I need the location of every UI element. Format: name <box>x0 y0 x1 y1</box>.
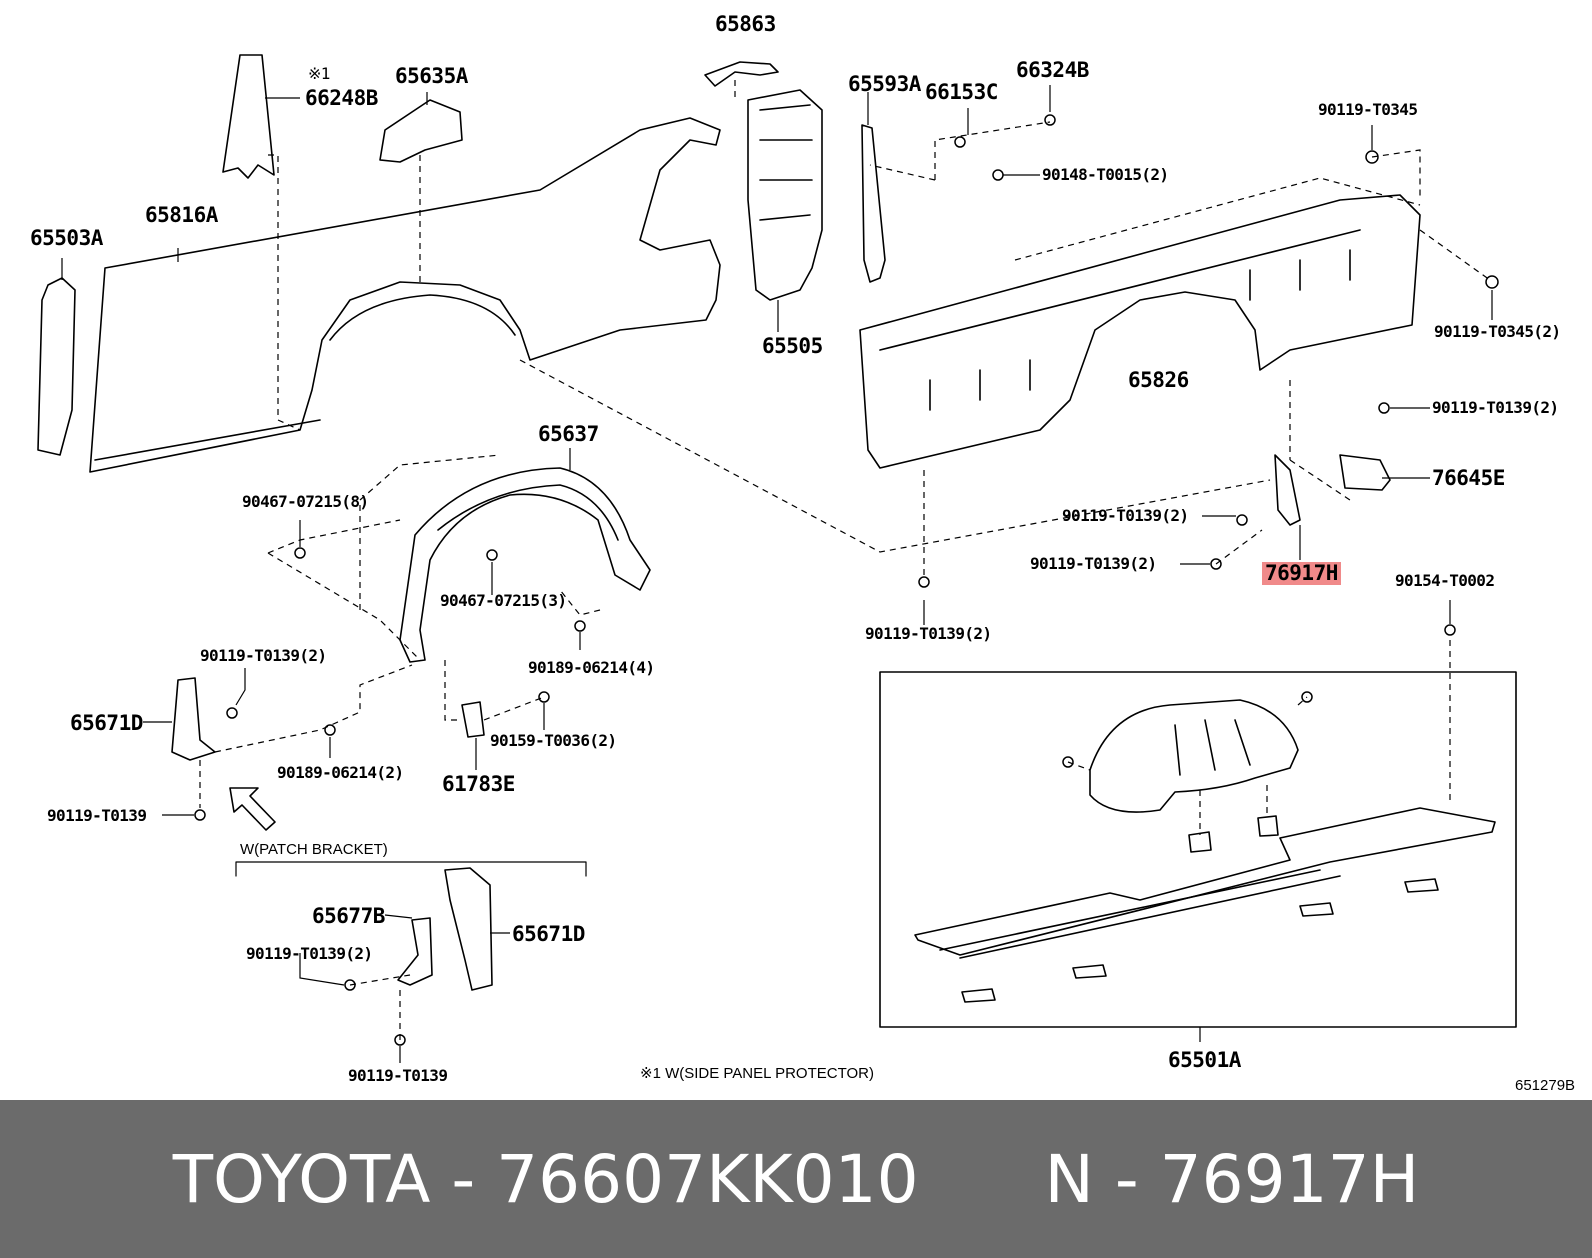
side-panel-note: ※1 W(SIDE PANEL PROTECTOR) <box>640 1065 874 1082</box>
label-90148-T0015: 90148-T0015(2) <box>1042 165 1169 184</box>
label-90467-07215-8: 90467-07215(8) <box>242 492 369 511</box>
part-65671D-b <box>444 867 493 991</box>
part-65505 <box>747 89 823 301</box>
clip-90467-3 <box>486 549 498 561</box>
bolt-90154 <box>1444 624 1456 636</box>
clip-90189-4 <box>574 620 586 632</box>
label-65671D-b: 65671D <box>512 922 585 946</box>
parts-diagram: 65863 66324B 65635A ※1 66248B 65593A 661… <box>30 12 1576 1094</box>
part-65501A-frame <box>879 671 1517 1028</box>
bolt-90119-T0139-f <box>194 809 206 821</box>
bolt-90119-T0139-a <box>1378 402 1390 414</box>
part-65677B <box>397 917 433 986</box>
part-66248B <box>222 54 275 179</box>
note-mark: ※1 <box>308 64 330 83</box>
label-90119-T0345: 90119-T0345 <box>1318 100 1418 119</box>
footer-bar: TOYOTA - 76607KK010 N - 76917H <box>0 1100 1592 1258</box>
label-65635A: 65635A <box>395 64 468 88</box>
bolt-90119-T0139-d <box>918 576 930 588</box>
label-65826: 65826 <box>1128 368 1189 392</box>
label-65671D: 65671D <box>70 711 143 735</box>
clip-66153C <box>954 136 966 148</box>
label-65677B: 65677B <box>312 904 385 928</box>
clip-90159 <box>538 691 550 703</box>
part-61783E <box>461 701 485 738</box>
label-90189-06214-2: 90189-06214(2) <box>277 763 404 782</box>
part-65863 <box>704 61 779 87</box>
diagram-code: 651279B <box>1515 1077 1576 1094</box>
label-66248B: 66248B <box>305 86 378 110</box>
label-76645E: 76645E <box>1432 466 1505 490</box>
part-number-caption: TOYOTA - 76607KK010 N - 76917H <box>172 1140 1420 1218</box>
part-65593A <box>861 124 886 283</box>
part-65637 <box>399 467 651 663</box>
label-76917H-highlighted: 76917H <box>1262 562 1341 585</box>
label-90119-T0139-h: 90119-T0139 <box>348 1066 448 1085</box>
label-65501A: 65501A <box>1168 1048 1241 1072</box>
label-66324B: 66324B <box>1016 58 1089 82</box>
bolt-90119-T0139-e <box>226 707 238 719</box>
label-90119-T0139-c: 90119-T0139(2) <box>1030 554 1157 573</box>
label-90467-07215-3: 90467-07215(3) <box>440 591 567 610</box>
label-65816A: 65816A <box>145 203 218 227</box>
label-66153C: 66153C <box>925 80 998 104</box>
label-90189-06214-4: 90189-06214(4) <box>528 658 655 677</box>
label-61783E: 61783E <box>442 772 515 796</box>
label-90119-T0139-e: 90119-T0139(2) <box>200 646 327 665</box>
label-90159-T0036: 90159-T0036(2) <box>490 731 617 750</box>
label-90154-T0002: 90154-T0002 <box>1395 571 1495 590</box>
part-76645E <box>1339 454 1391 491</box>
bolt-90148 <box>992 169 1004 181</box>
label-65863: 65863 <box>715 12 776 36</box>
part-65816A <box>89 117 721 473</box>
label-65593A: 65593A <box>848 72 921 96</box>
part-65826 <box>859 194 1421 469</box>
bolt-90119-T0139-b <box>1236 514 1248 526</box>
clip-66324B <box>1044 114 1056 126</box>
label-90119-T0139-g: 90119-T0139(2) <box>246 944 373 963</box>
label-90119-T0139-a: 90119-T0139(2) <box>1432 398 1559 417</box>
clip-90467-8 <box>294 547 306 559</box>
label-65505: 65505 <box>762 334 823 358</box>
part-65503A <box>37 277 76 456</box>
label-90119-T0139-f: 90119-T0139 <box>47 806 147 825</box>
part-65635A <box>379 99 463 163</box>
part-wheelhouse-cover <box>1089 699 1299 813</box>
part-76917H <box>1274 454 1301 526</box>
part-65671D <box>171 677 216 761</box>
diagram-drawing <box>37 54 1517 1063</box>
label-65503A: 65503A <box>30 226 103 250</box>
part-floor-strip <box>914 807 1496 956</box>
patch-bracket-caption: W(PATCH BRACKET) <box>240 841 388 858</box>
label-90119-T0139-d: 90119-T0139(2) <box>865 624 992 643</box>
direction-arrow <box>229 787 276 831</box>
bolt-90119-T0345-2 <box>1485 275 1499 289</box>
label-90119-T0139-b: 90119-T0139(2) <box>1062 506 1189 525</box>
clip-90189-2 <box>324 724 336 736</box>
label-65637: 65637 <box>538 422 599 446</box>
label-90119-T0345-2: 90119-T0345(2) <box>1434 322 1561 341</box>
